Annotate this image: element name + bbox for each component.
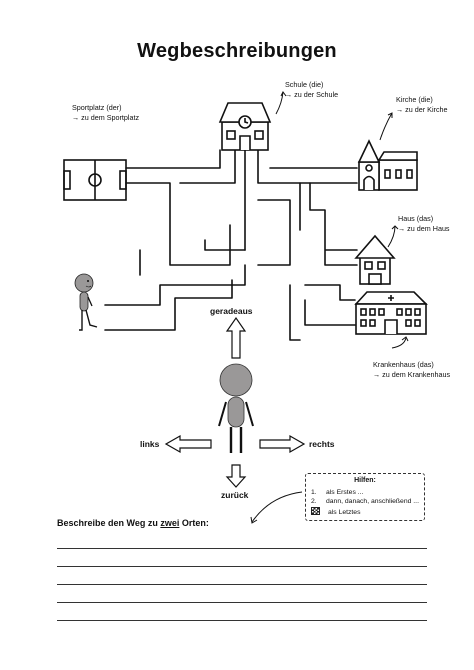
hint-item: als Letztes: [311, 507, 361, 516]
label-sportplatz: Sportplatz (der) → zu dem Sportplatz: [72, 103, 140, 122]
pointer-arrow-kirche: [379, 112, 393, 141]
pointer-arrow-krankenhaus: [391, 337, 407, 349]
writing-line[interactable]: [57, 566, 427, 567]
writing-line[interactable]: [57, 584, 427, 585]
hint-item: 2.dann, danach, anschließend ...: [311, 498, 419, 505]
maze-path-mid: [139, 239, 246, 276]
krankenhaus-icon: [354, 291, 428, 335]
arrow-right-icon: [259, 434, 306, 454]
task-prompt: Beschreibe den Weg zu zwei Orten:: [57, 518, 209, 528]
label-schule: Schule (die) → zu der Schule: [285, 80, 339, 99]
label-haus: Haus (das) → zu dem Haus: [398, 214, 450, 233]
direction-right-label: rechts: [309, 439, 335, 449]
kirche-icon: [357, 139, 418, 191]
hints-box: Hilfen: 1.als Erstes ... 2.dann, danach,…: [305, 473, 425, 521]
maze-path-haus: [309, 182, 358, 266]
maze-path-krankenhaus: [289, 284, 356, 341]
sportplatz-icon: [63, 159, 127, 201]
maze-path-schule: [244, 149, 301, 251]
schule-icon: [218, 102, 272, 151]
pointer-arrow-haus: [387, 225, 396, 248]
writing-line[interactable]: [57, 548, 427, 549]
maze-path-kirche: [269, 167, 358, 184]
arrow-left-icon: [164, 434, 212, 454]
writing-line[interactable]: [57, 620, 427, 621]
arrow-up-icon: [225, 316, 247, 359]
direction-person: [218, 363, 254, 453]
maze-path-start-upper: [104, 264, 246, 306]
writing-line[interactable]: [57, 602, 427, 603]
hints-title: Hilfen:: [354, 477, 376, 484]
checkered-flag-icon: [311, 507, 320, 515]
maze-path-start-lower: [104, 279, 233, 331]
direction-back-label: zurück: [221, 490, 249, 500]
direction-straight-label: geradeaus: [210, 306, 253, 316]
hint-item: 1.als Erstes ...: [311, 489, 364, 496]
pointer-arrow-schule: [275, 91, 284, 115]
page-title: Wegbeschreibungen: [137, 40, 337, 62]
haus-icon: [354, 234, 396, 285]
label-krankenhaus: Krankenhaus (das) → zu dem Krankenhaus: [373, 360, 451, 379]
maze-path-schule-loop: [257, 199, 291, 266]
walker-figure: [74, 273, 98, 331]
direction-left-label: links: [140, 439, 160, 449]
maze-path-sportplatz: [125, 149, 231, 266]
label-kirche: Kirche (die) → zu der Kirche: [396, 95, 448, 114]
maze-path-sportplatz-inner: [179, 149, 236, 184]
pointer-arrow-hints: [251, 491, 303, 523]
arrow-down-icon: [225, 464, 247, 488]
